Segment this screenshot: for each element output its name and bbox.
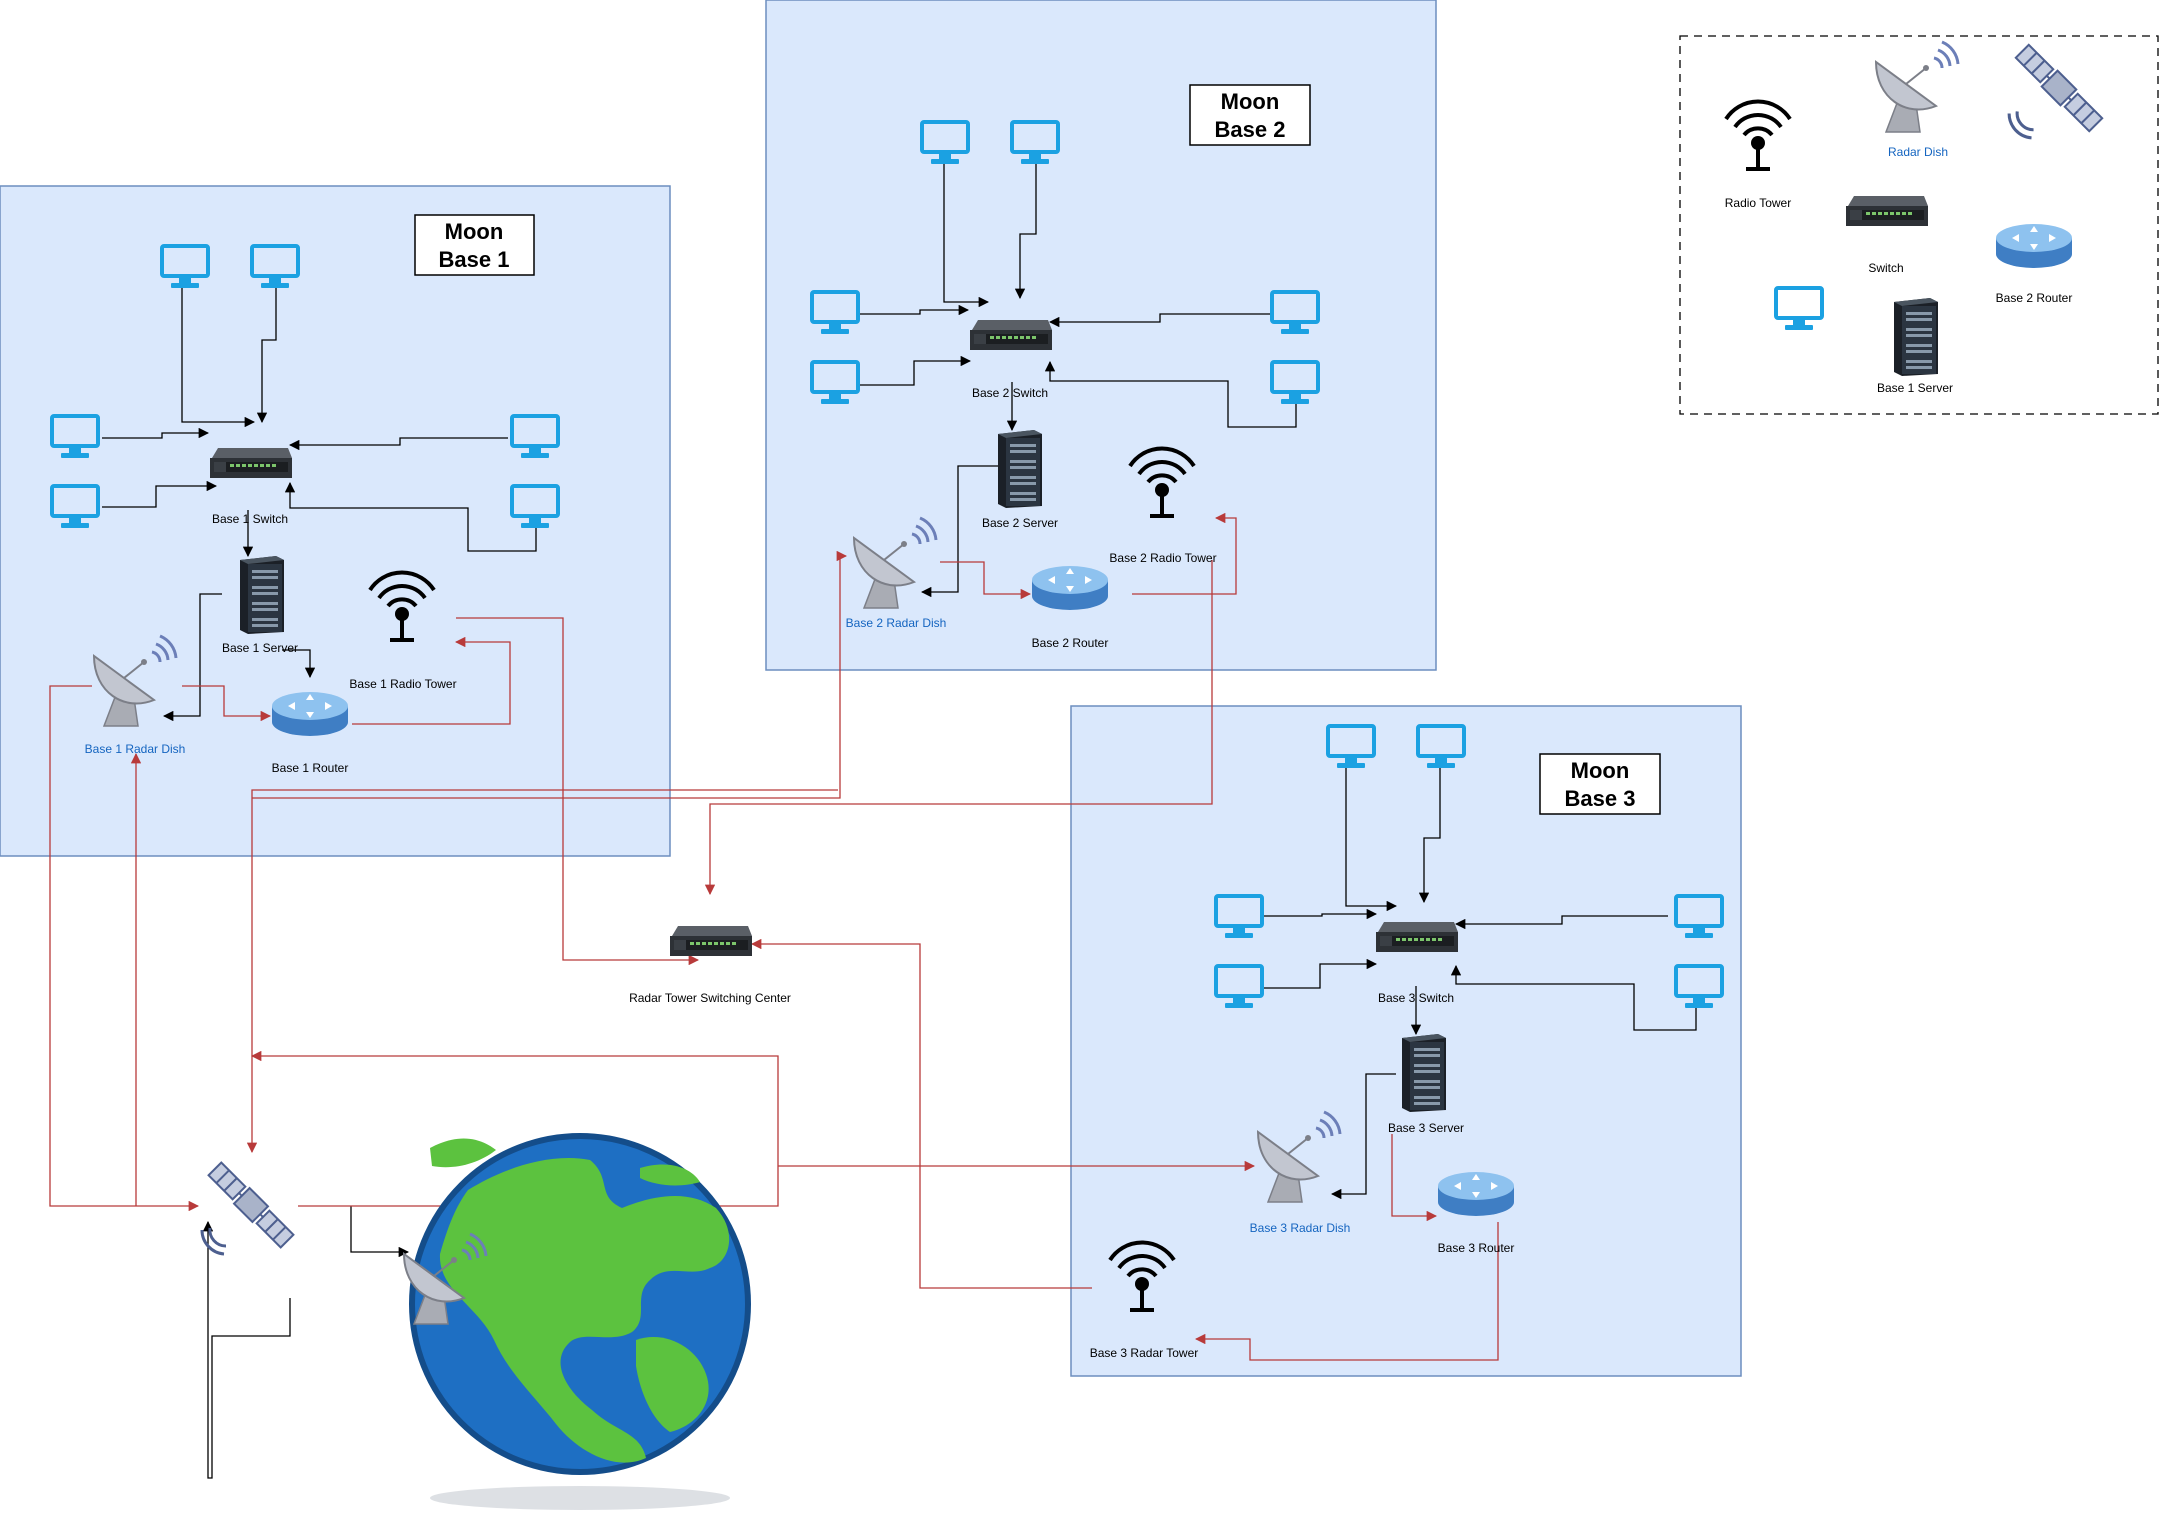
base-3-router-icon	[1438, 1172, 1514, 1216]
base-3-title-line-2: Base 3	[1565, 786, 1636, 811]
legend-router-icon	[1996, 224, 2072, 268]
red-links	[49, 512, 1499, 1361]
base-1-server-icon	[240, 556, 284, 634]
legend-server-label: Base 1 Server	[1877, 381, 1953, 395]
base-1-title-line-1: Moon	[445, 219, 504, 244]
base-1-container	[0, 185, 671, 857]
base-2-title: Moon Base 2	[1189, 84, 1311, 146]
base-1-router-icon	[272, 692, 348, 736]
base-3-title: Moon Base 3	[1539, 753, 1661, 815]
base-1-title: Moon Base 1	[414, 214, 535, 276]
legend-box	[1679, 35, 2159, 415]
switching-center-switch-icon	[670, 926, 752, 956]
base-2-router-icon	[1032, 566, 1108, 610]
legend-server-icon	[1894, 298, 1938, 376]
base-2-title-line-1: Moon	[1221, 89, 1280, 114]
legend-satellite-icon	[2007, 41, 2106, 140]
satellite-icon	[200, 1159, 297, 1256]
base-2-server-icon	[998, 430, 1042, 508]
earth-globe	[409, 1133, 751, 1510]
base-3-radar-tower-label: Base 3 Radar Tower	[1090, 1346, 1199, 1360]
switching-center-label: Radar Tower Switching Center	[629, 991, 791, 1005]
base-3-title-line-1: Moon	[1571, 758, 1630, 783]
base-1-radar-dish-label: Base 1 Radar Dish	[85, 742, 186, 756]
legend-radio-tower-label: Radio Tower	[1725, 196, 1791, 210]
legend-radar-dish-label: Radar Dish	[1888, 145, 1948, 159]
base-2-radio-tower-label: Base 2 Radio Tower	[1109, 551, 1216, 565]
base-3-switch-label: Base 3 Switch	[1378, 991, 1454, 1005]
base-3-server-icon	[1402, 1034, 1446, 1112]
base-2-router-label: Base 2 Router	[1032, 636, 1109, 650]
base-2-switch-label: Base 2 Switch	[972, 386, 1048, 400]
base-2-title-line-2: Base 2	[1215, 117, 1286, 142]
legend-router-label: Base 2 Router	[1996, 291, 2073, 305]
legend-radar-dish-icon	[1874, 40, 1960, 134]
legend-monitor-icon	[1774, 286, 1824, 332]
black-links	[102, 160, 1697, 1479]
base-3-radar-dish-label: Base 3 Radar Dish	[1250, 1221, 1351, 1235]
base-1-router-label: Base 1 Router	[272, 761, 349, 775]
base-1-switch-icon	[210, 448, 292, 478]
legend-switch-label: Switch	[1868, 261, 1903, 275]
base-2-radar-dish-label: Base 2 Radar Dish	[846, 616, 947, 630]
legend-switch-icon	[1846, 196, 1928, 226]
base-2-server-label: Base 2 Server	[982, 516, 1058, 530]
legend-radio-tower-icon	[1726, 101, 1790, 171]
base-1-server-label: Base 1 Server	[222, 641, 298, 655]
base-1-radio-tower-label: Base 1 Radio Tower	[349, 677, 456, 691]
base-1-switch-label: Base 1 Switch	[212, 512, 288, 526]
base-3-router-label: Base 3 Router	[1438, 1241, 1515, 1255]
base-3-server-label: Base 3 Server	[1388, 1121, 1464, 1135]
base-3-switch-icon	[1376, 922, 1458, 952]
base-1-title-line-2: Base 1	[439, 247, 510, 272]
base-2-switch-icon	[970, 320, 1052, 350]
